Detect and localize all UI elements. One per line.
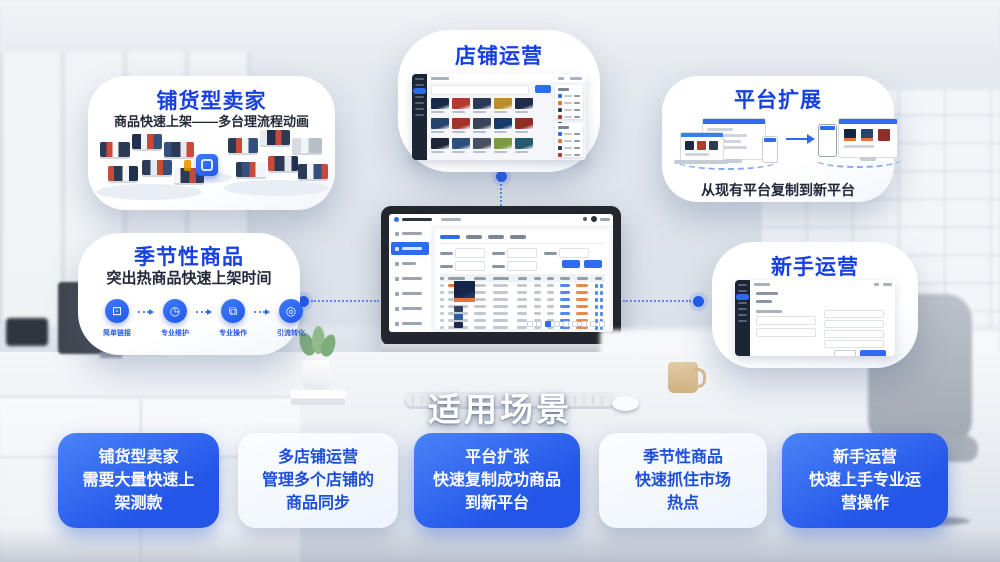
plant-pot [302, 360, 330, 390]
step-label: 专业操作 [219, 330, 247, 337]
newbie-screenshot [735, 280, 895, 356]
submit-button [860, 350, 886, 356]
arrow-right-icon [786, 138, 808, 140]
bubble-newbie: 新手运营 [712, 242, 918, 368]
step-label: 引流转化 [277, 330, 305, 337]
form-field [824, 310, 884, 318]
bubble-title: 铺货型卖家 [156, 90, 267, 113]
connector-dot [693, 296, 704, 307]
form-field [824, 330, 884, 338]
form-field [824, 340, 884, 348]
page-title: 适用场景 [428, 391, 572, 428]
bubble-store-ops: 店铺运营 [398, 30, 600, 172]
dashboard-sidebar [389, 225, 432, 332]
form-field [824, 320, 884, 328]
scenario-card-multi-store: 多店铺运营 管理多个店铺的 商品同步 [238, 433, 398, 528]
step-label: 简单链接 [103, 330, 131, 337]
image-icon: ⊡ [105, 299, 129, 323]
step-4: ◎ 引流转化 [270, 299, 312, 338]
search-button [562, 260, 580, 268]
mini-sidebar [412, 74, 427, 160]
reset-button [584, 260, 602, 268]
step-label: 专业维护 [161, 330, 189, 337]
connector-dot [298, 296, 309, 307]
product-image [454, 322, 463, 328]
bubble-title: 新手运营 [771, 256, 859, 279]
camera-icon: ⧉ [221, 299, 245, 323]
connector-line [311, 300, 379, 302]
bubble-subtitle: 突出热商品快速上架时间 [106, 270, 272, 287]
mini-sidebar [735, 280, 750, 356]
desk-front-shadow [0, 528, 1000, 562]
background-monitor-stand [100, 352, 122, 358]
store-ops-screenshot [412, 74, 586, 160]
avatar [591, 216, 597, 222]
chip-icon [196, 154, 218, 176]
clock-icon: ◷ [163, 299, 187, 323]
bubble-title: 平台扩展 [734, 89, 822, 112]
bubble-title: 店铺运营 [455, 45, 543, 68]
seasonal-steps: ⊡ 简单链接 ◷ 专业维护 ⧉ 专业操作 ◎ 引流转化 [96, 299, 312, 338]
bubble-caption: 从现有平台复制到新平台 [701, 182, 855, 198]
bubble-bulk-seller: 铺货型卖家 商品快速上架——多台理流程动画 [88, 76, 335, 210]
connector-line [623, 300, 691, 302]
desk-object [6, 318, 48, 346]
mouse [612, 396, 639, 411]
scenario-card-seasonal: 季节性商品 快速抓住市场 热点 [599, 433, 767, 528]
scenario-card-newbie: 新手运营 快速上手专业运 营操作 [782, 433, 948, 528]
step-1: ⊡ 简单链接 [96, 299, 138, 338]
connector-line [500, 184, 502, 206]
scenario-card-platform-expand: 平台扩张 快速复制成功商品 到新平台 [414, 433, 580, 528]
product-image [454, 306, 463, 312]
connector-dot [496, 171, 507, 182]
cancel-button [834, 350, 856, 356]
product-image [454, 314, 463, 320]
bubble-title: 季节性商品 [134, 246, 244, 269]
step-arrow-icon [138, 309, 154, 315]
dashboard-screen [389, 214, 613, 332]
step-2: ◷ 专业维护 [154, 299, 196, 338]
app-logo [394, 217, 399, 222]
product-image [454, 281, 475, 302]
form-field [756, 316, 816, 325]
product-table [440, 274, 605, 330]
step-arrow-icon [254, 309, 270, 315]
dashboard-tabs [440, 234, 604, 244]
keyboard [404, 392, 616, 409]
bubble-platform-expand: 平台扩展 [662, 76, 902, 202]
form-field [756, 328, 816, 337]
scenario-card-bulk-seller: 铺货型卖家 需要大量快速上 架测款 [58, 433, 219, 528]
books [290, 390, 346, 398]
coffee-mug [668, 362, 706, 393]
step-3: ⧉ 专业操作 [212, 299, 254, 338]
bubble-seasonal: 季节性商品 突出热商品快速上架时间 ⊡ 简单链接 ◷ 专业维护 ⧉ 专业操作 ◎… [78, 233, 305, 355]
battery-icon [184, 160, 191, 171]
mini-stats-card [555, 123, 583, 157]
dashboard-filters [440, 246, 604, 272]
dashboard-main [431, 225, 613, 332]
step-arrow-icon [196, 309, 212, 315]
target-icon: ◎ [279, 299, 303, 323]
mini-search-button [535, 85, 551, 93]
bubble-subtitle: 商品快速上架——多台理流程动画 [113, 114, 309, 129]
mini-stats-card [555, 85, 583, 126]
pagination [527, 321, 605, 327]
bell-icon [583, 217, 587, 221]
